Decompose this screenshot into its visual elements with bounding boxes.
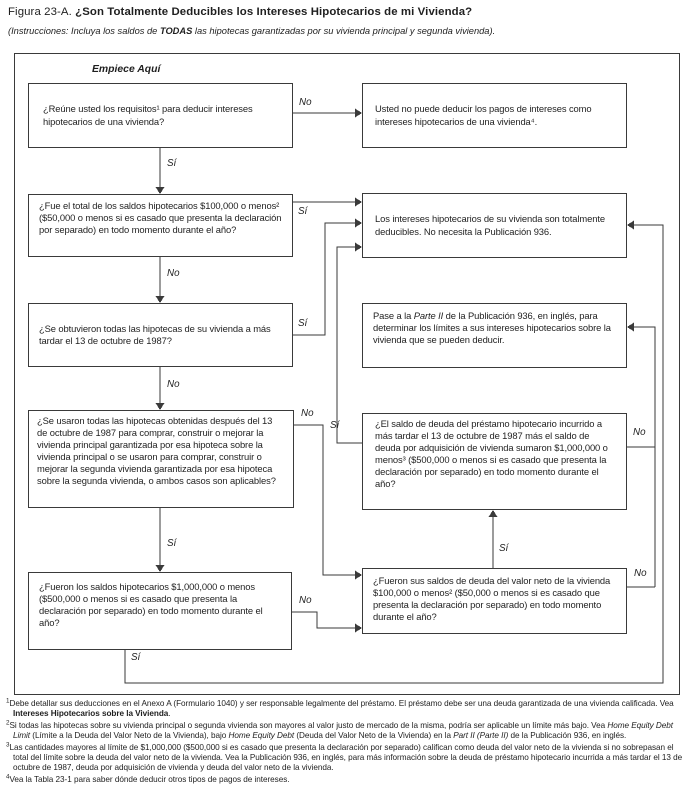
arrowhead bbox=[488, 510, 498, 517]
label-saldo1987-si: Sí bbox=[330, 420, 340, 431]
edge-trunk-parte2 bbox=[634, 326, 656, 587]
box-result-no-deducible: Usted no puede deducir los pagos de inte… bbox=[362, 83, 627, 148]
edge-oct1987-si bbox=[293, 222, 355, 336]
footnote-4: 4Vea la Tabla 23-1 para saber dónde dedu… bbox=[6, 773, 290, 784]
label-saldos1m-no: No bbox=[299, 595, 312, 606]
arrowhead bbox=[355, 623, 362, 633]
box-question-saldo-deuda-1987: ¿El saldo de deuda del préstamo hipoteca… bbox=[362, 413, 627, 510]
label-valorneto-si: Sí bbox=[499, 543, 509, 554]
footnote-1: 1Debe detallar sus deducciones en el Ane… bbox=[6, 697, 674, 719]
label-oct1987-no: No bbox=[167, 379, 180, 390]
label-valorneto-no: No bbox=[634, 568, 647, 579]
edge-saldos1m-no bbox=[292, 611, 355, 629]
flowchart-border bbox=[14, 53, 680, 695]
arrowhead bbox=[155, 187, 165, 194]
box-question-saldos-100k: ¿Fue el total de los saldos hipotecarios… bbox=[28, 194, 293, 257]
arrowhead bbox=[155, 296, 165, 303]
arrowhead bbox=[355, 108, 362, 118]
box-question-saldos-1m: ¿Fueron los saldos hipotecarios $1,000,0… bbox=[28, 572, 292, 650]
box-result-pase-parte2: Pase a la Parte II de la Publicación 936… bbox=[362, 303, 627, 368]
box-question-requisitos: ¿Reúne usted los requisitos¹ para deduci… bbox=[28, 83, 293, 148]
edge-saldo1987-si bbox=[336, 246, 362, 444]
label-saldos1m-si: Sí bbox=[131, 652, 141, 663]
footnote-2: 2Si todas las hipotecas sobre su viviend… bbox=[6, 719, 673, 741]
edge-uso-no bbox=[294, 424, 355, 576]
box-question-uso-hipotecas: ¿Se usaron todas las hipotecas obtenidas… bbox=[28, 410, 294, 508]
label-requisitos-si: Sí bbox=[167, 158, 177, 169]
arrowhead bbox=[627, 220, 634, 230]
start-here-label: Empiece Aquí bbox=[92, 64, 161, 75]
figure-title: Figura 23-A. ¿Son Totalmente Deducibles … bbox=[8, 6, 472, 18]
box-question-oct-1987: ¿Se obtuvieron todas las hipotecas de su… bbox=[28, 303, 293, 367]
arrowhead bbox=[355, 570, 362, 580]
figure-instructions: (Instrucciones: Incluya los saldos de TO… bbox=[8, 26, 496, 36]
box-question-valor-neto: ¿Fueron sus saldos de deuda del valor ne… bbox=[362, 568, 627, 634]
footnotes: 1Debe detallar sus deducciones en el Ane… bbox=[6, 697, 687, 786]
edge-saldos1m-si bbox=[124, 224, 664, 684]
arrowhead bbox=[355, 242, 362, 252]
footnote-3: 3Las cantidades mayores al límite de $1,… bbox=[6, 740, 683, 773]
box-result-totalmente-deducible: Los intereses hipotecarios de su viviend… bbox=[362, 193, 627, 258]
arrowhead bbox=[355, 197, 362, 207]
figure-title-text: ¿Son Totalmente Deducibles los Intereses… bbox=[75, 6, 473, 18]
arrowhead bbox=[155, 565, 165, 572]
arrowhead bbox=[627, 322, 634, 332]
label-requisitos-no: No bbox=[299, 97, 312, 108]
figure-number: Figura 23-A. bbox=[8, 6, 76, 18]
label-saldos100k-no: No bbox=[167, 268, 180, 279]
label-saldos100k-si: Sí bbox=[298, 206, 308, 217]
label-oct1987-si: Sí bbox=[298, 318, 308, 329]
arrowhead bbox=[355, 218, 362, 228]
arrowhead bbox=[155, 403, 165, 410]
label-uso-no: No bbox=[301, 408, 314, 419]
label-uso-si: Sí bbox=[167, 538, 177, 549]
label-saldo1987-no: No bbox=[633, 427, 646, 438]
